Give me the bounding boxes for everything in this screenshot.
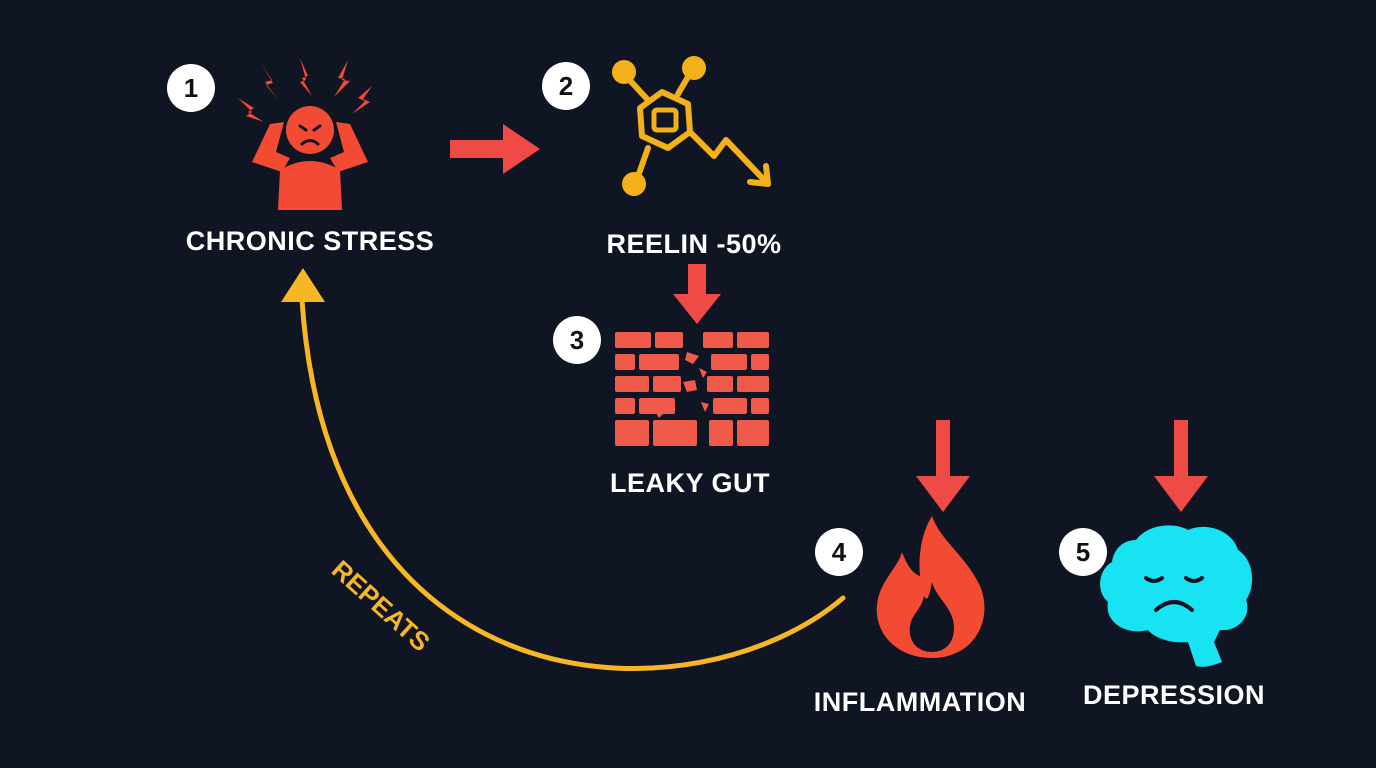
fire-icon xyxy=(876,516,985,658)
arrow-reelin-to-gut xyxy=(673,264,721,324)
sad-brain-icon xyxy=(1100,525,1253,667)
step-2-label: REELIN -50% xyxy=(606,229,782,259)
arrow-into-inflammation xyxy=(916,420,970,512)
step-3-badge: 3 xyxy=(553,316,601,364)
repeats-label: REPEATS xyxy=(326,554,436,657)
step-3-label: LEAKY GUT xyxy=(609,468,771,498)
molecule-decline-icon xyxy=(612,56,771,196)
arrow-stress-to-reelin xyxy=(450,124,540,174)
step-5-badge: 5 xyxy=(1059,528,1107,576)
step-5-label: DEPRESSION xyxy=(1082,680,1266,710)
step-1-label: CHRONIC STRESS xyxy=(185,226,435,256)
step-4-badge: 4 xyxy=(815,528,863,576)
step-1-badge: 1 xyxy=(167,64,215,112)
stressed-person-icon xyxy=(238,58,372,210)
step-4-label: INFLAMMATION xyxy=(813,687,1027,717)
step-2-badge: 2 xyxy=(542,62,590,110)
broken-brick-wall-icon xyxy=(615,332,769,446)
arrow-into-depression xyxy=(1154,420,1208,512)
